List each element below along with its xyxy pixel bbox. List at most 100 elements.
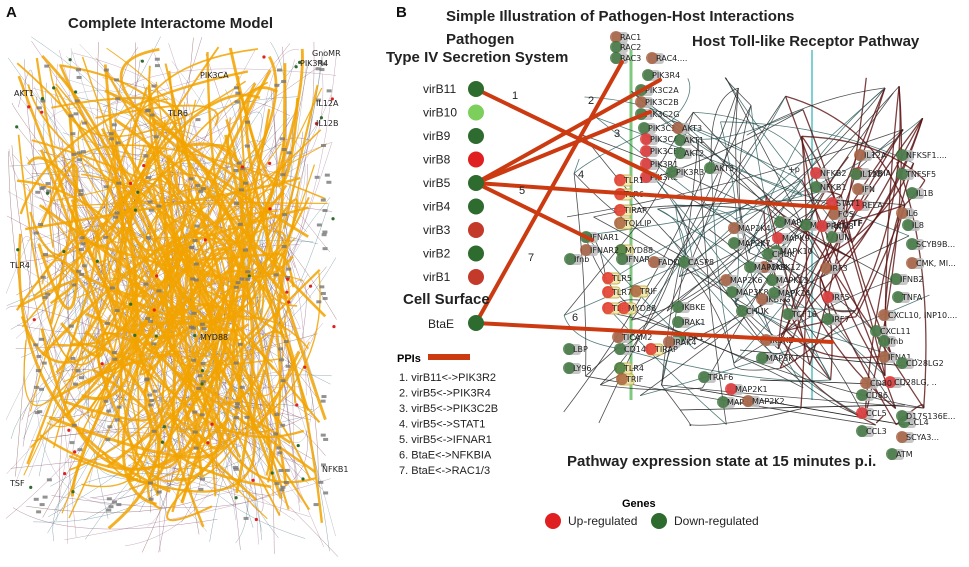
host-node-label: SCYB9B... — [916, 240, 955, 249]
interactome-node — [105, 438, 111, 442]
host-node — [852, 183, 864, 195]
host-node — [672, 301, 684, 313]
interactome-node — [319, 285, 325, 289]
host-edge — [620, 348, 831, 382]
interactome-node — [109, 286, 115, 290]
interactome-node — [116, 503, 122, 507]
interactome-gene-dot — [74, 90, 78, 94]
interactome-node — [191, 311, 197, 315]
interactome-node — [80, 242, 86, 246]
host-node-label: CD14 — [624, 345, 646, 354]
interactome-gene-dot — [268, 207, 272, 211]
host-node-label: TICAM2 — [621, 333, 652, 342]
host-node — [816, 220, 828, 232]
interactome-gene-dot — [129, 181, 133, 185]
host-edge — [801, 135, 926, 181]
interactome-gene-dot — [63, 472, 67, 476]
interactome-node — [200, 380, 206, 384]
interactome-orange-edge — [120, 210, 278, 482]
interactome-orange-edge — [211, 87, 323, 435]
interactome-node — [35, 190, 41, 194]
interactome-node — [151, 429, 157, 433]
host-node-label: PRKM8 — [826, 222, 854, 231]
interactome-node — [44, 64, 50, 68]
gene-node-virb10 — [468, 104, 484, 121]
interactome-node — [274, 482, 280, 486]
cell-surface-heading: Cell Surface — [403, 291, 490, 308]
host-pathway-heading: Host Toll-like Receptor Pathway — [692, 33, 920, 50]
interactome-node — [199, 322, 205, 326]
host-node — [896, 410, 908, 422]
interactome-node-label: TLR4 — [9, 261, 30, 270]
interactome-orange-edge — [228, 47, 300, 187]
gene-label-virb8: virB8 — [423, 153, 451, 167]
host-node-label: TRIF — [625, 375, 644, 384]
interactome-node — [151, 342, 157, 346]
legend-up-label: Up-regulated — [568, 514, 637, 528]
host-edge — [661, 384, 924, 409]
interactome-node — [71, 152, 77, 156]
gene-node-virb9 — [468, 128, 484, 144]
interactome-gene-dot — [297, 60, 302, 64]
host-node — [614, 362, 626, 374]
interactome-node — [200, 362, 206, 366]
interactome-node — [285, 276, 291, 280]
ppi-line — [474, 110, 652, 185]
host-node — [614, 343, 626, 355]
host-node — [630, 285, 642, 297]
host-node — [717, 396, 729, 408]
host-edge — [779, 87, 886, 369]
host-node — [890, 273, 902, 285]
interactome-node — [278, 347, 284, 351]
interactome-node — [114, 418, 120, 422]
interactome-node — [76, 151, 82, 155]
interactome-gene-dot — [268, 161, 272, 165]
host-edge — [735, 88, 774, 339]
interactome-node — [81, 121, 87, 125]
host-edge — [661, 139, 699, 386]
interactome-node — [236, 161, 242, 165]
host-node — [602, 302, 614, 314]
interactome-node — [189, 246, 195, 250]
interactome-node — [278, 358, 284, 362]
ppi-line — [474, 181, 594, 242]
ppi-number: 1 — [512, 90, 518, 102]
host-node-label: IRAK1 — [682, 318, 705, 327]
interactome-orange-edge — [251, 350, 301, 431]
host-node-label: IFNAR1 — [590, 233, 619, 242]
host-node-label: IFNAR — [626, 255, 650, 264]
ppi-list-item: 3. virB5<->PIK3C2B — [399, 403, 498, 415]
interactome-orange-edge — [48, 66, 247, 137]
interactome-orange-edge — [17, 279, 78, 308]
host-edge — [642, 96, 786, 317]
ppi-list-item: 4. virB5<->STAT1 — [399, 419, 485, 431]
host-node-label: RELA — [862, 201, 883, 210]
interactome-node — [233, 285, 239, 289]
host-node — [884, 376, 896, 388]
interactome-node-label: IL12B — [316, 119, 338, 128]
host-node — [856, 389, 868, 401]
host-node-label: MYD88 — [625, 246, 653, 255]
host-node-label: PIK3C2G — [645, 110, 679, 119]
interactome-node — [80, 150, 86, 154]
interactome-orange-edge — [41, 54, 125, 374]
host-edge — [734, 117, 923, 220]
host-node-label: TRIF — [639, 287, 658, 296]
host-edge — [563, 217, 644, 316]
interactome-orange-edge — [69, 134, 286, 471]
host-node — [602, 272, 614, 284]
interactome-node — [239, 277, 245, 281]
interactome-orange-edge — [38, 163, 79, 325]
host-edge — [631, 96, 786, 321]
interactome-gene-dot — [200, 382, 204, 386]
host-node-label: MAPK12 — [768, 263, 801, 272]
interactome-node — [322, 247, 328, 251]
host-node — [896, 357, 908, 369]
host-node — [878, 335, 890, 347]
interactome-gene-dot — [142, 163, 146, 168]
host-node — [886, 448, 898, 460]
panel-b-letter: B — [396, 4, 407, 21]
interactome-orange-edge — [35, 57, 152, 248]
interactome-edge — [86, 66, 319, 155]
interactome-node — [233, 465, 239, 469]
